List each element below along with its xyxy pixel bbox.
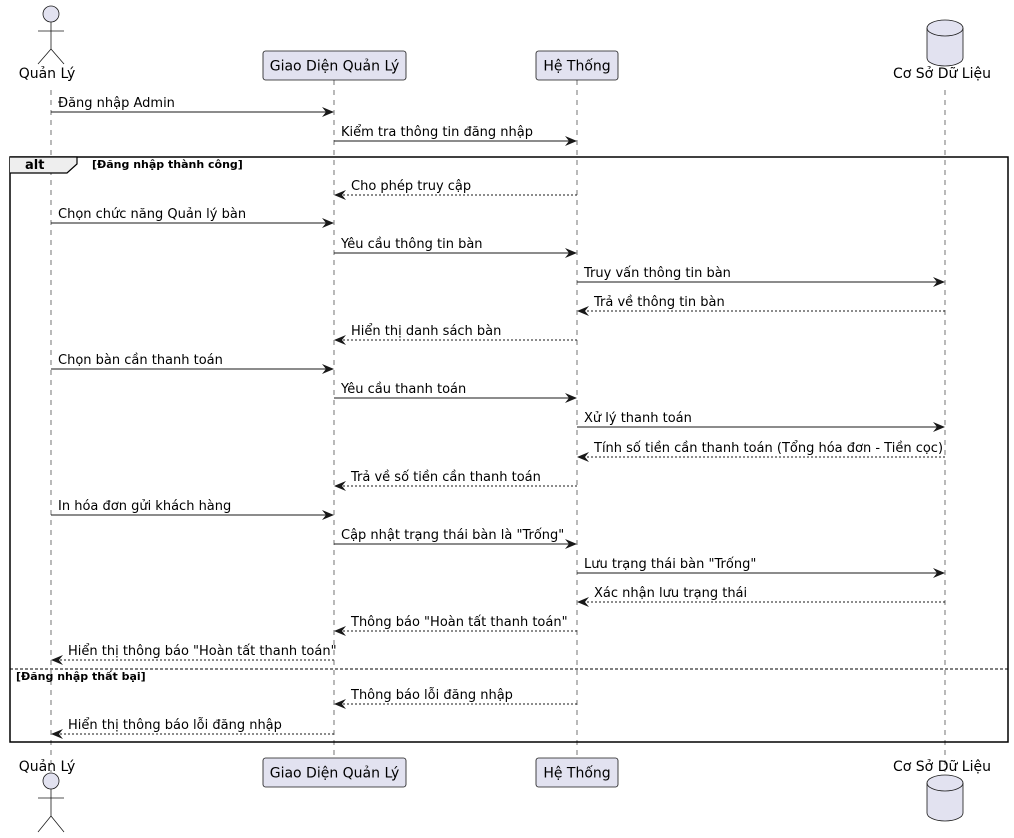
participant-label: Giao Diện Quản Lý: [270, 766, 400, 782]
message-label: Xác nhận lưu trạng thái: [594, 586, 747, 601]
message: Xử lý thanh toán: [577, 411, 945, 432]
actor-head-icon: [42, 772, 60, 790]
database-co-so-du-lieu-bottom: Cơ Sở Dữ Liệu: [893, 759, 991, 822]
message-label: Yêu cầu thanh toán: [340, 382, 466, 397]
participant-label: Cơ Sở Dữ Liệu: [893, 759, 991, 775]
message: Thông báo lỗi đăng nhập: [334, 688, 577, 709]
message: Kiểm tra thông tin đăng nhập: [334, 125, 577, 146]
actor-quan-ly-bottom: Quản Lý: [19, 759, 76, 833]
message: Trả về số tiền cần thanh toán: [334, 470, 577, 491]
participant-he-thong: Hệ Thống: [535, 50, 619, 81]
message: Truy vấn thông tin bàn: [577, 266, 945, 287]
message: Hiển thị thông báo lỗi đăng nhập: [51, 718, 334, 739]
message: Chọn bàn cần thanh toán: [51, 353, 334, 374]
message-label: Chọn bàn cần thanh toán: [58, 353, 223, 368]
message-label: Hiển thị thông báo "Hoàn tất thanh toán": [68, 644, 337, 659]
message: Xác nhận lưu trạng thái: [577, 586, 945, 607]
participant-label: Giao Diện Quản Lý: [270, 59, 400, 75]
message-label: Cập nhật trạng thái bàn là "Trống": [341, 528, 564, 543]
message: Trả về thông tin bàn: [577, 295, 945, 316]
actor-quan-ly: Quản Lý: [19, 5, 76, 82]
message-label: Kiểm tra thông tin đăng nhập: [341, 125, 533, 140]
participant-label: Quản Lý: [19, 759, 76, 775]
participant-box: [535, 50, 619, 81]
message: Tính số tiền cần thanh toán (Tổng hóa đơ…: [577, 441, 945, 462]
message-label: Cho phép truy cập: [351, 179, 471, 194]
participants-bottom: Quản Lý Giao Diện Quản Lý Hệ Thống Cơ Sở…: [19, 757, 991, 833]
actor-head-icon: [42, 5, 60, 23]
message-label: In hóa đơn gửi khách hàng: [58, 499, 231, 514]
participant-box: [262, 50, 407, 81]
participants-top: Quản Lý Giao Diện Quản Lý Hệ Thống Cơ Sở…: [19, 5, 991, 82]
message-label: Chọn chức năng Quản lý bàn: [58, 207, 246, 222]
message: Chọn chức năng Quản lý bàn: [51, 207, 334, 228]
message: Hiển thị thông báo "Hoàn tất thanh toán": [51, 644, 337, 665]
alt-condition-failure: [Đăng nhập thất bại]: [16, 670, 146, 683]
message: Yêu cầu thông tin bàn: [334, 237, 577, 258]
alt-keyword: alt: [25, 158, 44, 173]
message: Đăng nhập Admin: [51, 96, 334, 117]
alt-condition-success: [Đăng nhập thành công]: [92, 158, 243, 171]
message-label: Trả về số tiền cần thanh toán: [350, 470, 541, 485]
message: Cập nhật trạng thái bàn là "Trống": [334, 528, 577, 549]
message-label: Hiển thị danh sách bàn: [351, 324, 501, 339]
participant-he-thong-bottom: Hệ Thống: [535, 757, 619, 788]
message-label: Xử lý thanh toán: [584, 411, 692, 426]
message-label: Trả về thông tin bàn: [593, 295, 725, 310]
database-co-so-du-lieu: Cơ Sở Dữ Liệu: [893, 19, 991, 82]
database-icon: [926, 774, 964, 822]
message: Cho phép truy cập: [334, 179, 577, 200]
message: Lưu trạng thái bàn "Trống": [577, 557, 945, 578]
message: Yêu cầu thanh toán: [334, 382, 577, 403]
message-label: Đăng nhập Admin: [58, 96, 175, 111]
database-icon: [926, 19, 964, 67]
message-label: Hiển thị thông báo lỗi đăng nhập: [68, 718, 282, 733]
message: Hiển thị danh sách bàn: [334, 324, 577, 345]
participant-label: Cơ Sở Dữ Liệu: [893, 66, 991, 82]
alt-frame-border: [9, 156, 1009, 743]
participant-label: Hệ Thống: [543, 765, 610, 782]
message-label: Thông báo "Hoàn tất thanh toán": [350, 615, 568, 630]
message-label: Lưu trạng thái bàn "Trống": [584, 557, 756, 572]
participant-label: Quản Lý: [19, 66, 76, 82]
alt-frame-tab: [10, 156, 78, 174]
participant-giao-dien: Giao Diện Quản Lý: [262, 50, 407, 81]
message-label: Truy vấn thông tin bàn: [583, 266, 731, 281]
participant-box: [535, 757, 619, 788]
message-label: Thông báo lỗi đăng nhập: [350, 688, 513, 703]
message-label: Yêu cầu thông tin bàn: [340, 237, 483, 252]
message-label: Tính số tiền cần thanh toán (Tổng hóa đơ…: [593, 441, 943, 456]
message: In hóa đơn gửi khách hàng: [51, 499, 334, 520]
participant-giao-dien-bottom: Giao Diện Quản Lý: [262, 757, 407, 788]
lifelines: [50, 80, 946, 772]
message: Thông báo "Hoàn tất thanh toán": [334, 615, 577, 636]
participant-label: Hệ Thống: [543, 58, 610, 75]
participant-box: [262, 757, 407, 788]
alt-frame: alt [Đăng nhập thành công] [Đăng nhập th…: [9, 156, 1009, 743]
